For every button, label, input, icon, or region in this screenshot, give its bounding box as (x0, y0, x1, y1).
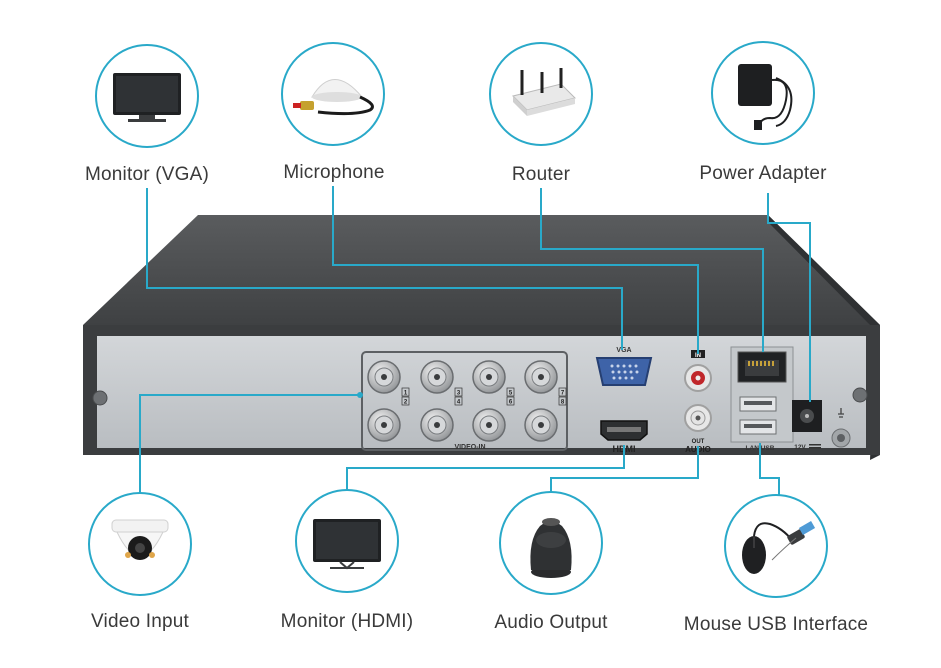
circle-mouse-usb (724, 494, 828, 598)
dvr-top-cover (83, 215, 880, 325)
channel-number: 2 (404, 400, 408, 406)
label-microphone: Microphone (283, 162, 385, 183)
bnc-connector[interactable] (524, 408, 558, 442)
label-video-input: Video Input (91, 611, 189, 632)
monitor-icon (113, 73, 181, 122)
channel-number-box (454, 396, 463, 406)
line-microphone (332, 186, 699, 354)
bnc-connector[interactable] (367, 408, 401, 442)
mouse-usb-icon (742, 521, 816, 574)
channel-number: 5 (509, 391, 513, 397)
power-port[interactable]: 12V (792, 400, 822, 451)
video-in-label: VIDEO-IN (454, 444, 485, 451)
line-usb (759, 443, 780, 498)
microphone-icon (293, 79, 374, 116)
speaker-icon (530, 518, 572, 578)
router-icon (512, 68, 576, 116)
power-label: 12V (794, 444, 806, 451)
line-monitor-vga (146, 188, 623, 350)
connection-lines (139, 186, 811, 498)
channel-number-box (558, 387, 567, 397)
label-power-adapter: Power Adapter (699, 163, 827, 184)
channel-number-box (401, 387, 410, 397)
channel-number: 3 (457, 391, 461, 397)
video-in-block: 1 2 3 4 5 6 7 8 VIDEO-IN (361, 351, 568, 451)
lan-usb-block: LAN/USB (730, 346, 794, 452)
channel-number: 1 (404, 391, 408, 397)
vga-label: VGA (616, 347, 631, 354)
line-video-input (139, 394, 360, 495)
bnc-connector[interactable] (472, 360, 506, 394)
label-mouse-usb: Mouse USB Interface (683, 614, 869, 635)
line-audio-output (550, 446, 699, 493)
bnc-connector[interactable] (524, 360, 558, 394)
dome-camera-icon (111, 519, 169, 560)
audio-in-label: IN (695, 353, 701, 359)
bnc-connectors (367, 360, 558, 442)
ground-terminal (831, 408, 851, 448)
channel-number-box (401, 396, 410, 406)
label-monitor-vga: Monitor (VGA) (84, 164, 210, 185)
bnc-connector[interactable] (367, 360, 401, 394)
channel-number-box (454, 387, 463, 397)
bnc-connector[interactable] (420, 408, 454, 442)
audio-out-label: OUT (692, 439, 705, 445)
bnc-connector[interactable] (472, 408, 506, 442)
channel-number-box (558, 396, 567, 406)
label-audio-output: Audio Output (494, 612, 608, 633)
screw-left (92, 390, 108, 406)
channel-number: 4 (457, 400, 461, 406)
channel-number: 8 (561, 400, 565, 406)
vga-port[interactable]: VGA (595, 347, 653, 386)
monitor-icon (313, 519, 381, 570)
bnc-connector[interactable] (420, 360, 454, 394)
channel-numbers: 1 2 3 4 5 6 7 8 (401, 387, 567, 406)
channel-number-box (506, 387, 515, 397)
video-in-frame (361, 351, 568, 451)
line-hdmi (346, 445, 625, 492)
channel-number-box (506, 396, 515, 406)
line-power (767, 193, 811, 402)
channel-number: 7 (561, 391, 565, 397)
line-router (540, 188, 764, 352)
power-adapter-icon (738, 64, 793, 130)
label-monitor-hdmi: Monitor (HDMI) (280, 611, 414, 632)
screw-right (852, 387, 868, 403)
label-router: Router (511, 164, 571, 185)
channel-number: 6 (509, 400, 513, 406)
